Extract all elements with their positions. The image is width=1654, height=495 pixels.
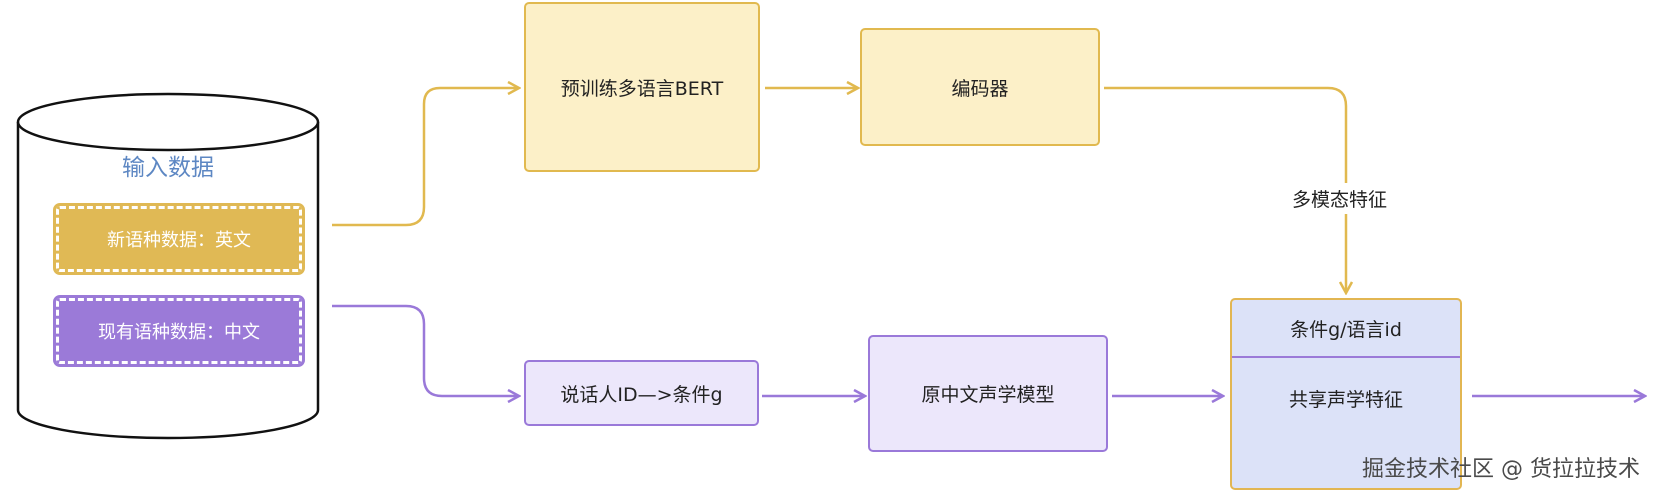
combo-features-label: 共享声学特征 [1288, 388, 1403, 411]
combo-divider [1232, 356, 1460, 358]
tag-new-language-data: 新语种数据：英文 [53, 203, 305, 275]
watermark: 掘金技术社区 @ 货拉拉技术 [1362, 457, 1640, 482]
combo-condition-label: 条件g/语言id [1290, 318, 1402, 341]
node-pretrained-bert: 预训练多语言BERT [524, 2, 760, 172]
edge-db-to-bert [332, 88, 518, 227]
tag-existing-language-data: 现有语种数据：中文 [53, 295, 305, 367]
edge-db-to-speaker [332, 304, 518, 396]
edge-encoder-to-combo [1104, 86, 1346, 292]
edge-label-multimodal: 多模态特征 [1288, 183, 1392, 214]
node-shared-features: 条件g/语言id 共享声学特征 [1230, 298, 1462, 490]
node-speaker-id: 说话人ID—>条件g [524, 360, 759, 426]
node-acoustic-model: 原中文声学模型 [868, 335, 1108, 452]
database-title: 输入数据 [122, 155, 214, 181]
node-encoder: 编码器 [860, 28, 1100, 146]
